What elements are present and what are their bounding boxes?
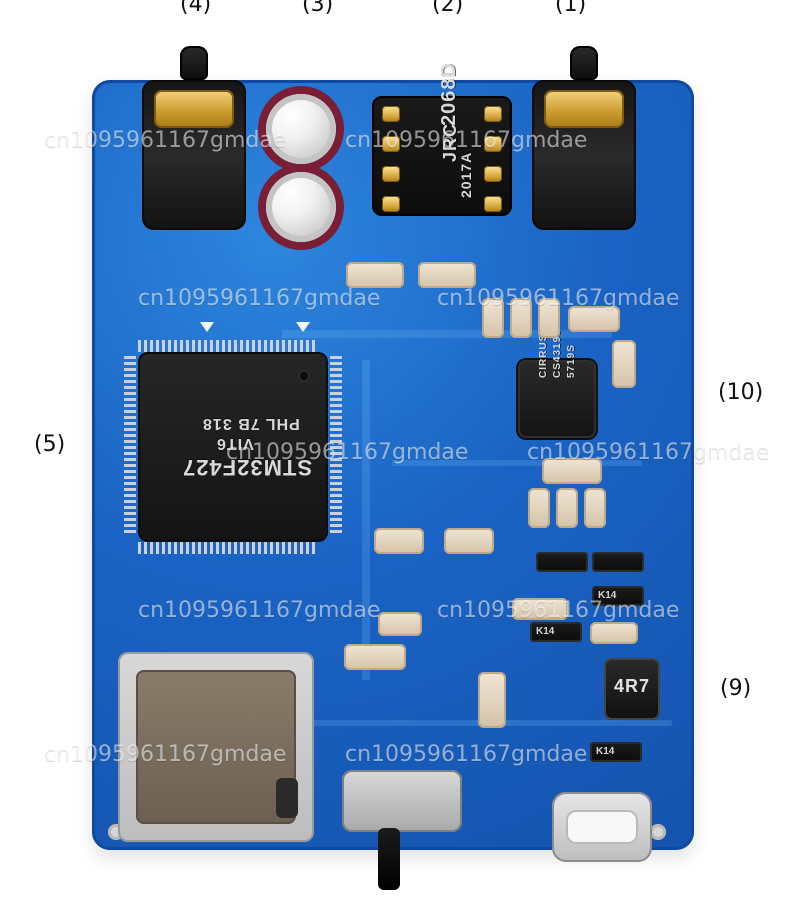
smd-capacitor <box>556 488 578 528</box>
pcb-trace <box>392 460 642 466</box>
socket-pin <box>382 166 400 182</box>
label-top-1: (1) <box>555 0 587 17</box>
smd-capacitor <box>538 298 560 338</box>
resistor-text: K14 <box>596 746 615 757</box>
mcu-text-3: PHL 7B 318 <box>202 415 300 432</box>
smd-capacitor <box>528 488 550 528</box>
smd-capacitor <box>482 298 504 338</box>
smd-capacitor <box>346 262 404 288</box>
pcb-trace <box>282 330 612 338</box>
smd-capacitor <box>374 528 424 554</box>
jack-contact <box>544 90 624 128</box>
jack-contact <box>154 90 234 128</box>
watermark: cn1095961167gmdae <box>437 286 680 311</box>
label-top-2: (2) <box>432 0 464 17</box>
socket-pin <box>484 196 502 212</box>
dac-text-3: 5719S <box>566 344 577 378</box>
pcb-trace <box>362 360 370 680</box>
resistor-text: K14 <box>598 590 617 601</box>
slide-switch <box>342 770 462 890</box>
socket-pin <box>484 136 502 152</box>
opamp-socket: 2068D JRC 2017A <box>372 62 512 216</box>
dac-text-1: CIRRUS <box>538 333 549 378</box>
opamp-text-3: 2017A <box>458 151 474 198</box>
smd-resistor <box>592 552 644 572</box>
label-top-3: (3) <box>302 0 334 17</box>
smd-capacitor <box>344 644 406 670</box>
audio-jack-left <box>142 46 246 230</box>
smd-capacitor <box>418 262 476 288</box>
mcu-pin1-dot <box>298 370 310 382</box>
marker-triangle <box>200 322 214 332</box>
label-left-5: (5) <box>34 432 66 457</box>
audio-jack-right <box>532 46 636 230</box>
mcu-pins-right <box>330 356 342 536</box>
smd-resistor: K14 <box>592 586 644 606</box>
socket-pin <box>484 106 502 122</box>
mcu-pins-top <box>138 340 318 352</box>
capacitor-top <box>266 94 336 164</box>
opamp-text-1: 2068D <box>438 62 460 126</box>
smd-resistor: K14 <box>590 742 642 762</box>
watermark: cn1095961167gmdae <box>44 742 287 767</box>
audio-jack-icon <box>180 46 208 80</box>
socket-pin <box>484 166 502 182</box>
smd-capacitor <box>512 598 568 620</box>
switch-lever <box>378 828 400 890</box>
watermark: cn1095961167gmdae <box>345 128 588 153</box>
mounting-hole <box>650 824 666 840</box>
smd-capacitor <box>378 612 422 636</box>
smd-capacitor <box>612 340 636 388</box>
label-right-10: (10) <box>718 380 764 405</box>
marker-triangle <box>296 322 310 332</box>
capacitor-bottom <box>266 172 336 242</box>
inductor-text: 4R7 <box>614 676 651 696</box>
label-top-4: (4) <box>180 0 212 17</box>
audio-jack-icon <box>570 46 598 80</box>
smd-capacitor <box>584 488 606 528</box>
watermark: cn1095961167gmdae <box>226 440 469 465</box>
resistor-text: K14 <box>536 626 555 637</box>
label-right-9: (9) <box>720 676 752 701</box>
smd-capacitor <box>542 458 602 484</box>
watermark: cn1095961167gmdae <box>138 598 381 623</box>
microsd-slot-notch <box>276 778 298 818</box>
smd-capacitor <box>590 622 638 644</box>
watermark: cn1095961167gmdae <box>527 440 770 465</box>
micro-usb-port <box>552 792 652 862</box>
smd-capacitor <box>444 528 494 554</box>
integrated-circuit-mcu: STM32F427 VIT6 PHL 7B 318 <box>138 352 328 542</box>
watermark: cn1095961167gmdae <box>345 742 588 767</box>
socket-pin <box>382 196 400 212</box>
integrated-circuit-dac: CIRRUS CS43198 5719S <box>518 329 596 438</box>
mcu-pins-left <box>124 356 136 536</box>
smd-capacitor <box>568 306 620 332</box>
watermark: cn1095961167gmdae <box>437 598 680 623</box>
smd-capacitor <box>510 298 532 338</box>
microsd-slot-inner <box>136 670 296 824</box>
microsd-slot <box>118 652 314 842</box>
smd-resistor: K14 <box>530 622 582 642</box>
micro-usb-icon <box>566 810 638 844</box>
smd-capacitor <box>478 672 506 728</box>
socket-pin <box>382 106 400 122</box>
smd-resistor <box>536 552 588 572</box>
watermark: cn1095961167gmdae <box>44 128 287 153</box>
watermark: cn1095961167gmdae <box>138 286 381 311</box>
mcu-pins-bottom <box>138 542 318 554</box>
socket-pin <box>382 136 400 152</box>
inductor: 4R7 <box>604 658 660 720</box>
